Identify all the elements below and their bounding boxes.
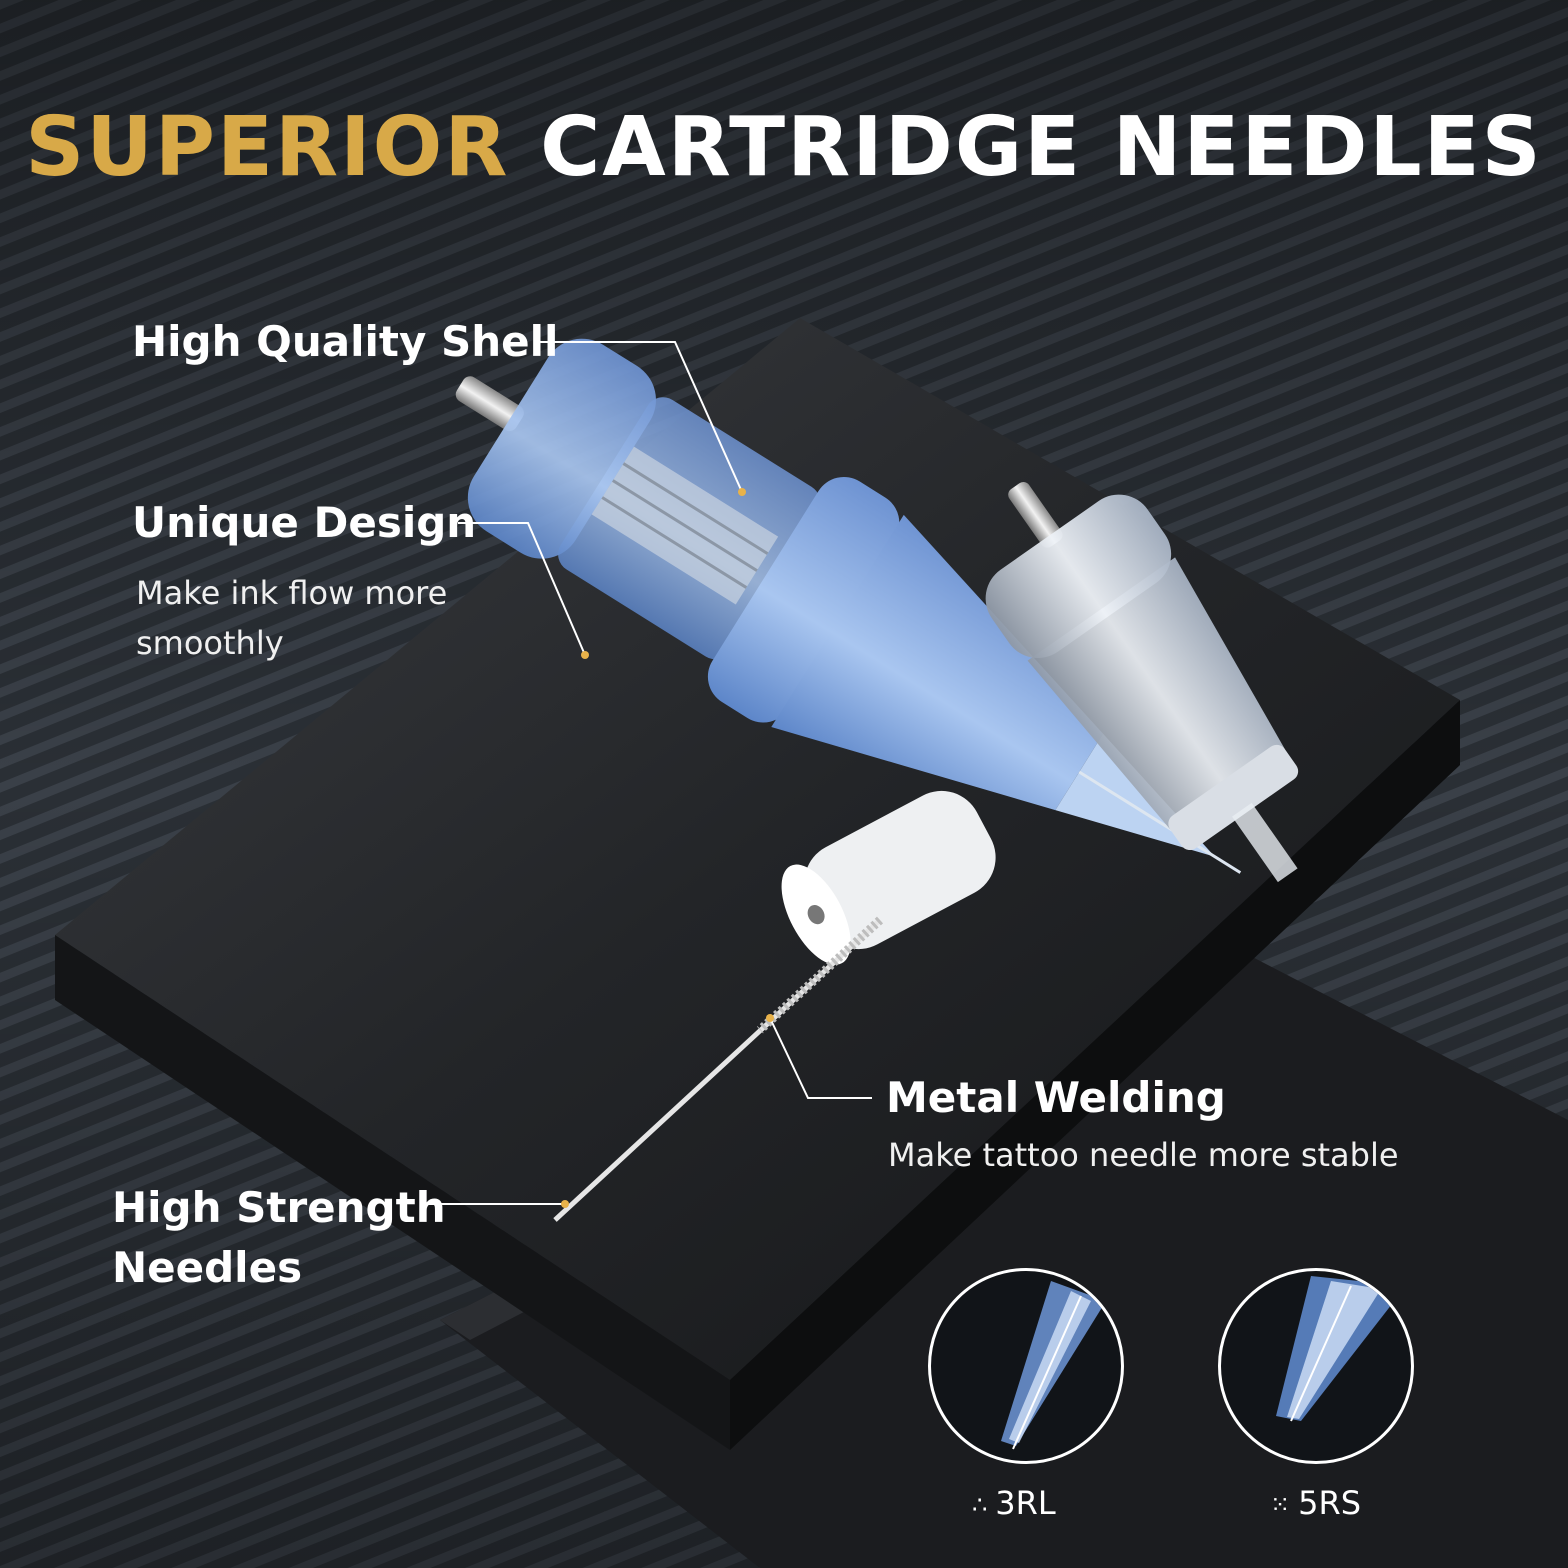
shell-label: High Quality Shell: [132, 317, 559, 366]
config-5rs-name: 5RS: [1298, 1484, 1362, 1522]
config-5rs-image: [1218, 1268, 1414, 1464]
config-3rl-caption: ∴3RL: [972, 1484, 1056, 1522]
config-3rl-name: 3RL: [995, 1484, 1056, 1522]
needles-label: High Strength Needles: [112, 1178, 446, 1298]
page-title: SUPERIOR CARTRIDGE NEEDLES: [0, 100, 1568, 195]
title-highlight: SUPERIOR: [25, 100, 510, 195]
config-5rs-caption: ⁙5RS: [1270, 1484, 1361, 1522]
needles-label-line1: High Strength: [112, 1183, 446, 1232]
needle-tip-5rs: [1276, 1276, 1406, 1422]
needle-stopper: [781, 790, 996, 965]
title-main: CARTRIDGE NEEDLES: [540, 100, 1543, 195]
needle-tip-3rl: [1001, 1281, 1106, 1450]
five-dots-icon: ⁙: [1270, 1491, 1291, 1519]
config-3rl-image: [928, 1268, 1124, 1464]
design-desc-line1: Make ink flow more: [136, 574, 448, 612]
design-desc-line2: smoothly: [136, 624, 284, 662]
clear-cartridge: [985, 482, 1299, 883]
design-description: Make ink flow more smoothly: [136, 568, 447, 668]
needles-label-line2: Needles: [112, 1243, 303, 1292]
welding-label: Metal Welding: [886, 1073, 1226, 1122]
three-dots-icon: ∴: [972, 1491, 988, 1519]
welding-description: Make tattoo needle more stable: [888, 1136, 1399, 1174]
design-label: Unique Design: [132, 498, 477, 547]
